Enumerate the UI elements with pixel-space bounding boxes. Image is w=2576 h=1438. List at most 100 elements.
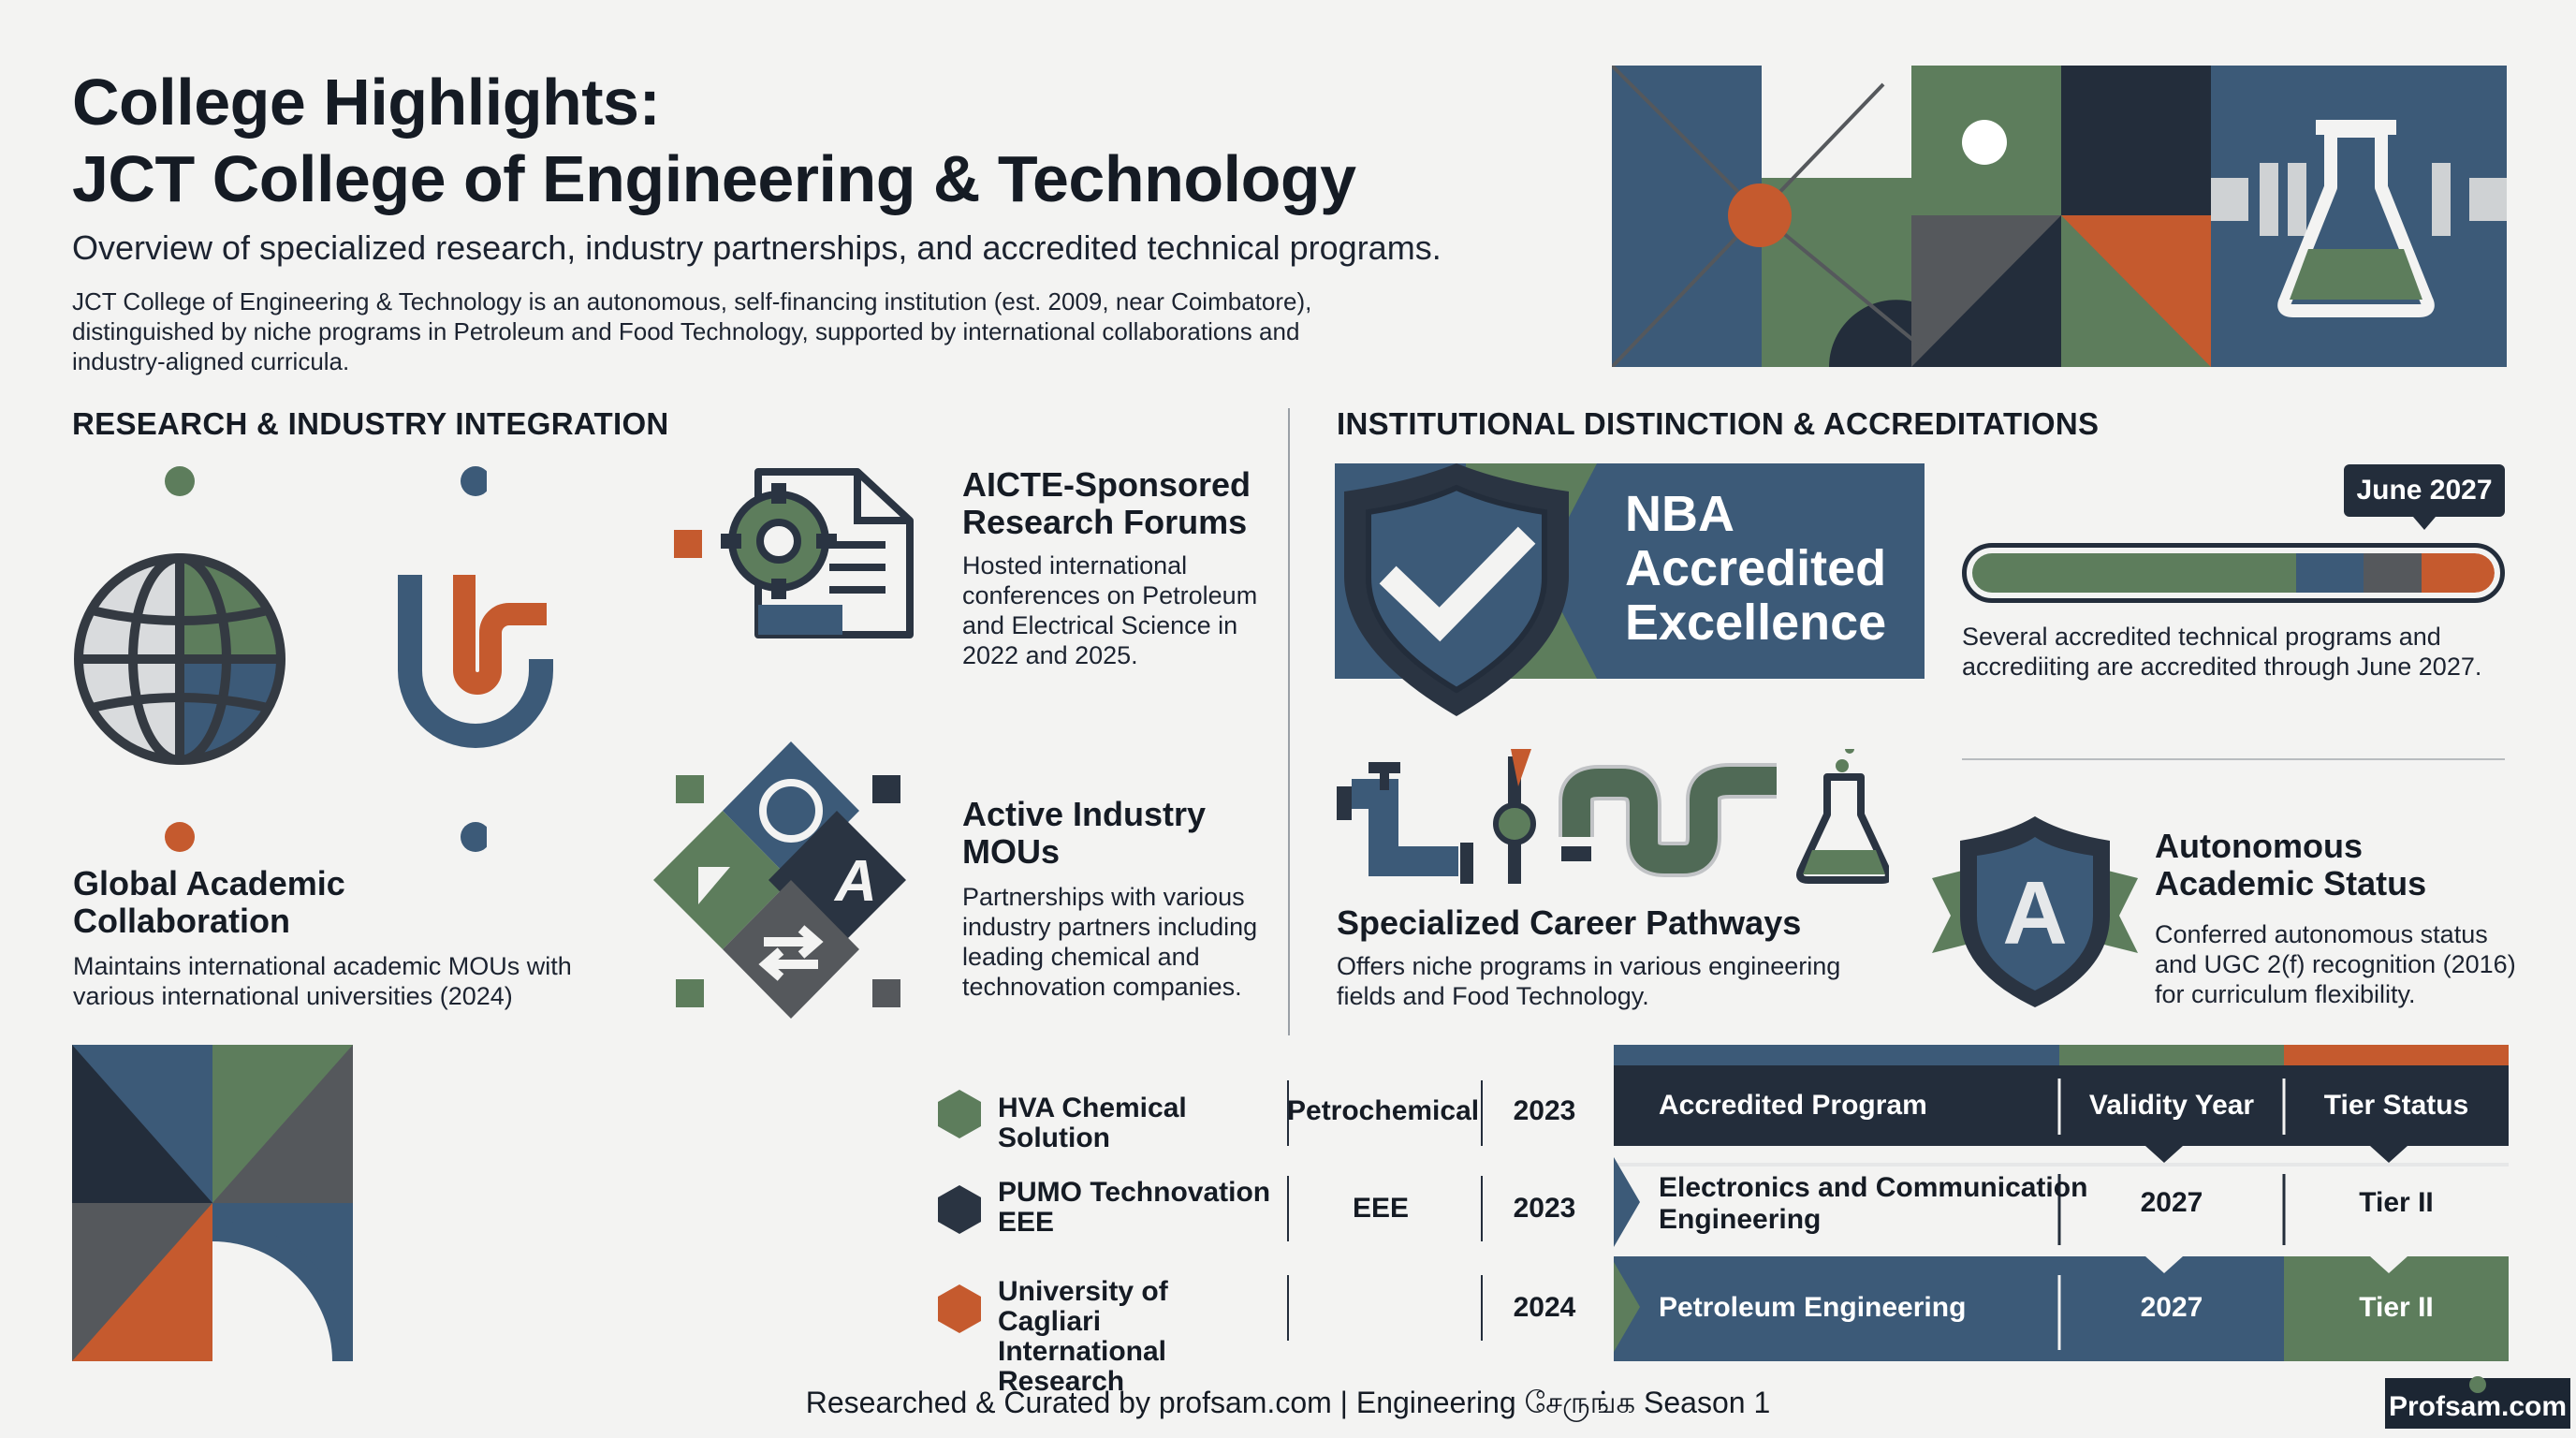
partner-name: HVA Chemical Solution	[998, 1093, 1187, 1153]
decorative-dots	[165, 466, 487, 852]
body-line: fields and Food Technology.	[1337, 982, 1649, 1010]
intro-line: distinguished by niche programs in Petro…	[72, 317, 1300, 345]
autonomous-body: Conferred autonomous status and UGC 2(f)…	[2155, 919, 2516, 1009]
title-line: Research Forums	[962, 503, 1248, 541]
collaboration-logo-icon	[398, 575, 553, 748]
page-subtitle: Overview of specialized research, indust…	[72, 228, 1442, 267]
orange-hexagon-icon	[938, 1284, 981, 1333]
body-line: leading chemical and	[962, 943, 1200, 971]
career-pathways-title: Specialized Career Pathways	[1337, 903, 1802, 942]
header-geometric-art	[1612, 66, 2507, 367]
body-line: 2022 and 2025.	[962, 641, 1138, 669]
brand-text: Profsam.com	[2388, 1391, 2568, 1422]
title-line: AICTE-Sponsored	[962, 465, 1251, 504]
body-line: technovation companies.	[962, 973, 1242, 1001]
body-line: and Electrical Science in	[962, 611, 1238, 639]
body-line: Partnerships with various	[962, 883, 1245, 911]
body-line: conferences on Petroleum	[962, 581, 1258, 609]
letter-a-icon: A	[833, 849, 877, 914]
body-line: Maintains international academic MOUs wi…	[73, 952, 572, 980]
column-separator	[1481, 1275, 1483, 1341]
progress-segment	[2421, 553, 2495, 593]
gear-icon	[721, 483, 837, 599]
brand-mark-icon	[2469, 1376, 2486, 1393]
footer-credit: Researched & Curated by profsam.com | En…	[805, 1386, 1771, 1419]
name-line: University of Cagliari	[998, 1276, 1168, 1337]
table-row-program: Electronics and Communication Engineerin…	[1659, 1172, 2087, 1236]
banner-line: NBA	[1625, 486, 1734, 542]
valve-icon	[1493, 749, 1536, 884]
industry-diamond-icon: A	[653, 741, 906, 1019]
intro-line: industry-aligned curricula.	[72, 347, 350, 375]
table-row-tier: Tier II	[2359, 1187, 2434, 1218]
table-row-year: 2027	[2140, 1292, 2203, 1323]
body-line: various international universities (2024…	[73, 982, 513, 1010]
partner-field: Petrochemical	[1287, 1095, 1480, 1126]
title-line: Active Industry	[962, 795, 1207, 833]
progress-segment	[2364, 553, 2422, 593]
right-divider	[1962, 758, 2505, 760]
badge-letter: A	[2002, 863, 2067, 963]
orange-node-icon	[1728, 183, 1792, 247]
program-line: Engineering	[1659, 1204, 1822, 1235]
table-background	[1614, 1045, 2509, 1361]
title-line-1: College Highlights:	[72, 66, 661, 139]
industry-mous-body: Partnerships with various industry partn…	[962, 882, 1257, 1002]
career-pathways-body: Offers niche programs in various enginee…	[1337, 951, 1840, 1011]
autonomous-card: Autonomous Academic Status Conferred aut…	[2155, 828, 2516, 1009]
accreditation-progress-bar	[1962, 543, 2505, 603]
partner-year: 2023	[1513, 1193, 1576, 1224]
title-line: Global Academic	[73, 864, 345, 902]
nba-banner-text: NBA Accredited Excellence	[1625, 487, 1915, 650]
progress-note: Several accredited technical programs an…	[1962, 622, 2481, 682]
column-separator	[1287, 1176, 1289, 1241]
career-pathways-card: Specialized Career Pathways Offers niche…	[1337, 904, 1840, 1011]
table-row-tier: Tier II	[2359, 1292, 2434, 1323]
table-header-year: Validity Year	[2088, 1090, 2255, 1121]
intro-paragraph: JCT College of Engineering & Technology …	[72, 286, 1364, 376]
globe-icon	[74, 553, 285, 765]
global-collab-title: Global Academic Collaboration	[73, 865, 572, 940]
column-separator	[1287, 1275, 1289, 1341]
brand-logo[interactable]: Profsam.com	[2385, 1376, 2570, 1429]
banner-line: Excellence	[1625, 594, 1887, 651]
name-line: International Research	[998, 1336, 1167, 1397]
body-line: Offers niche programs in various enginee…	[1337, 952, 1841, 980]
body-line: industry partners including	[962, 913, 1258, 941]
accreditation-table: Accredited Program Validity Year Tier St…	[1614, 1045, 2509, 1361]
partner-name: University of Cagliari International Res…	[998, 1277, 1279, 1397]
body-line: for curriculum flexibility.	[2155, 980, 2416, 1008]
table-header-program: Accredited Program	[1659, 1090, 1927, 1121]
partner-year: 2023	[1513, 1095, 1576, 1126]
body-line: Conferred autonomous status	[2155, 920, 2488, 948]
swap-arrows-icon	[758, 925, 824, 981]
section-heading-research: RESEARCH & INDUSTRY INTEGRATION	[72, 406, 669, 441]
table-row-year: 2027	[2140, 1187, 2203, 1218]
table-row: HVA Chemical Solution Petrochemical 2023	[927, 1067, 1601, 1161]
name-line: PUMO Technovation	[998, 1177, 1271, 1208]
column-separator	[1287, 1080, 1289, 1146]
name-line: EEE	[998, 1207, 1055, 1238]
partner-name: PUMO Technovation EEE	[998, 1178, 1279, 1238]
autonomous-title: Autonomous Academic Status	[2155, 828, 2516, 902]
progress-fill	[1972, 553, 2495, 593]
shield-check-icon	[1344, 463, 1597, 716]
table-row: PUMO Technovation EEE EEE 2023	[927, 1161, 1601, 1255]
green-hexagon-icon	[938, 1090, 981, 1138]
flask-icon	[1796, 749, 1889, 884]
faucet-icon	[1337, 762, 1473, 884]
decorative-geometric-block	[72, 1045, 353, 1361]
title-line: Autonomous	[2155, 827, 2363, 865]
intro-line: JCT College of Engineering & Technology …	[72, 287, 1312, 315]
body-line: Hosted international	[962, 551, 1188, 580]
research-forums-card: AICTE-Sponsored Research Forums Hosted i…	[962, 466, 1257, 670]
progress-segment	[2295, 553, 2364, 593]
pipe-icon	[1559, 763, 1777, 877]
body-line: and UGC 2(f) recognition (2016)	[2155, 950, 2516, 978]
table-row-program: Petroleum Engineering	[1659, 1292, 1967, 1323]
validity-date-tag: June 2027	[2344, 464, 2505, 530]
column-separator	[1481, 1176, 1483, 1241]
navy-hexagon-icon	[938, 1185, 981, 1234]
industry-mous-card: Active Industry MOUs Partnerships with v…	[962, 796, 1257, 1002]
pipe-faucet-icons	[1337, 749, 1889, 884]
